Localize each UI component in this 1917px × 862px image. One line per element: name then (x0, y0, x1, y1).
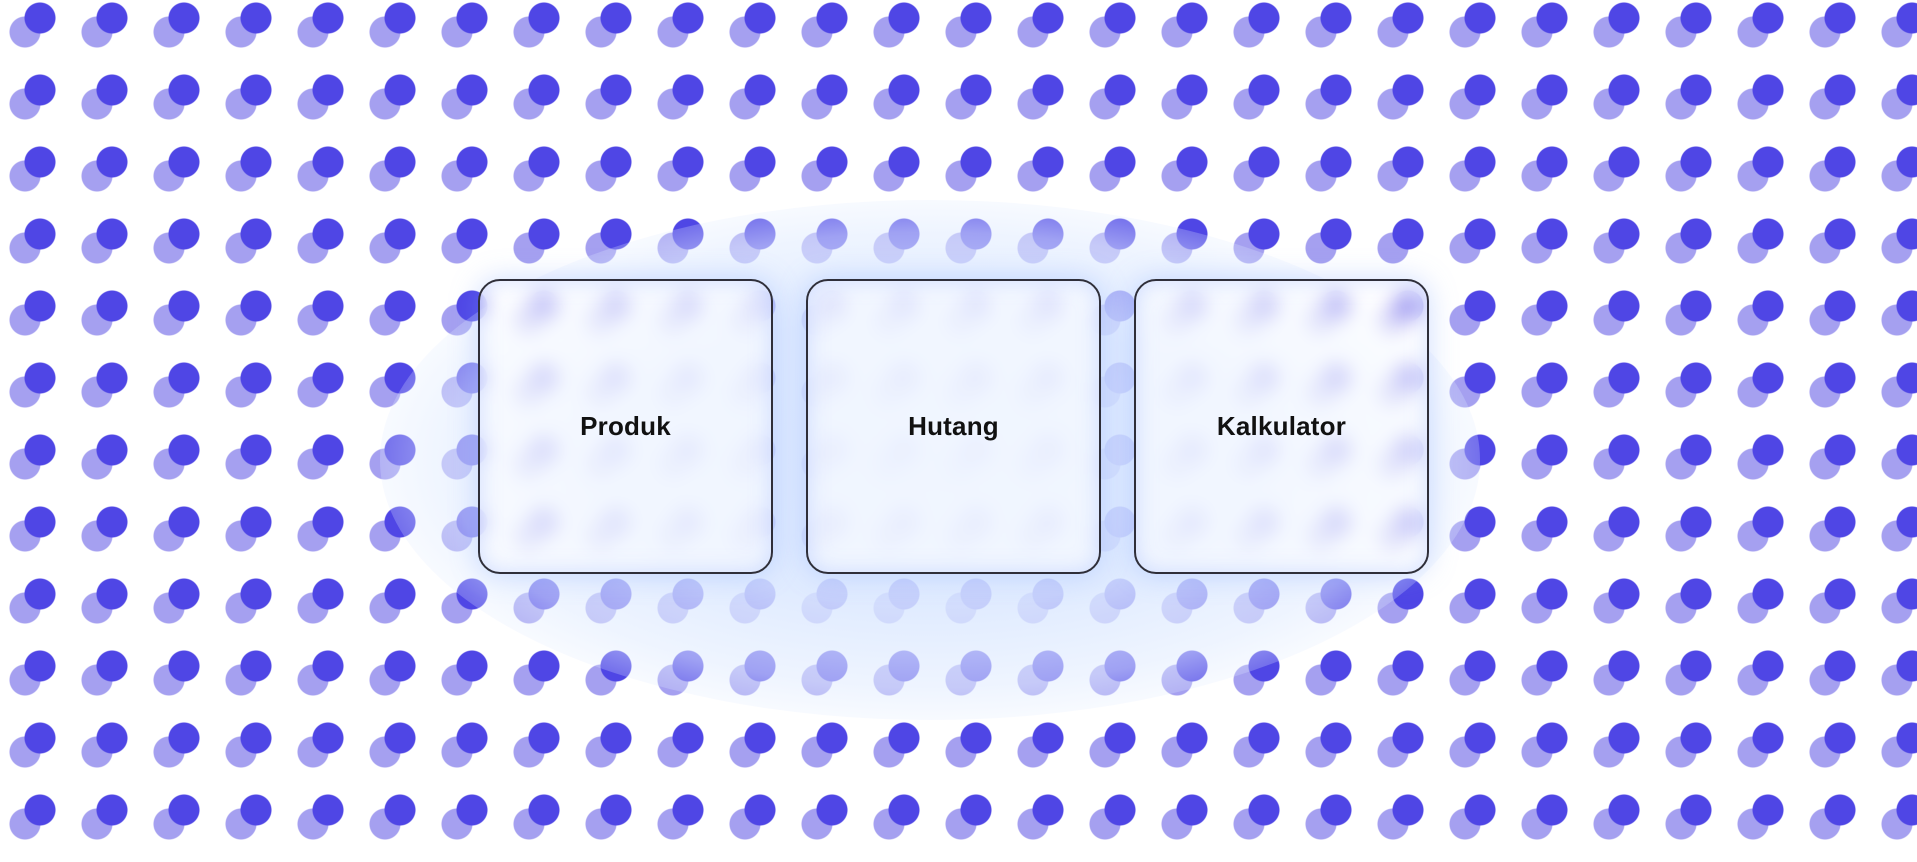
menu-card-label: Produk (580, 411, 671, 441)
menu-card-label: Kalkulator (1216, 411, 1347, 441)
menu-card-kalkulator[interactable]: Kalkulator (1134, 279, 1429, 574)
menu-card-group: Produk Hutang Kalkulator (478, 279, 1429, 574)
menu-card-hutang[interactable]: Hutang (806, 279, 1101, 574)
menu-card-produk[interactable]: Produk (478, 279, 773, 574)
menu-card-label: Hutang (908, 411, 999, 441)
